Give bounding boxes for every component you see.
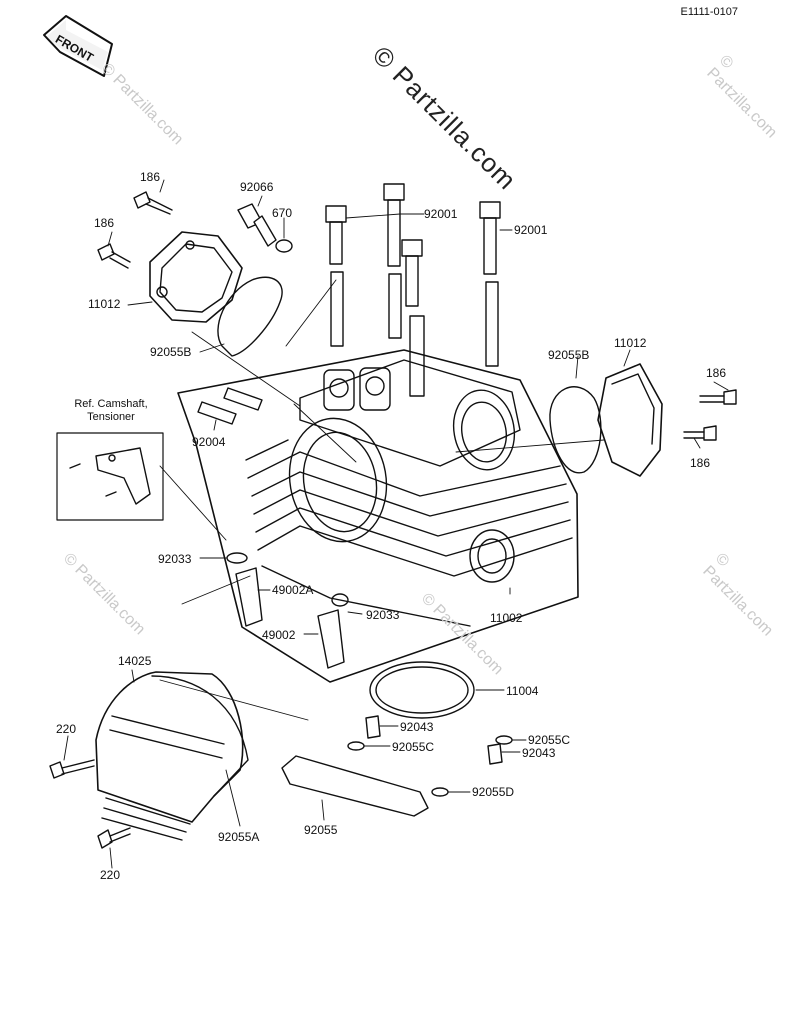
part-label[interactable]: 92004: [192, 435, 226, 449]
part-label[interactable]: 92055C: [392, 740, 435, 754]
part-label[interactable]: 186: [690, 456, 711, 470]
part-label[interactable]: 186: [706, 366, 727, 380]
front-arrow-icon: [43, 15, 113, 77]
leader-lines: [63, 179, 729, 869]
gasket-92055: [281, 755, 429, 817]
cylinder-head-11002: [177, 349, 579, 683]
part-label[interactable]: 220: [56, 722, 77, 736]
diagram-code: E1111-0107: [680, 6, 739, 18]
part-label[interactable]: 186: [140, 170, 161, 184]
side-cover-11012-left: [149, 231, 243, 323]
part-label[interactable]: 49002: [262, 628, 296, 642]
bolt-220-icon: [97, 827, 131, 849]
part-label[interactable]: 92033: [366, 608, 400, 622]
valve-guides-49002: [226, 552, 349, 669]
part-label[interactable]: 670: [272, 206, 293, 220]
o-ring-92055b-right: [549, 386, 602, 474]
part-label[interactable]: 92001: [514, 223, 548, 237]
o-ring-92055b-left: [217, 276, 283, 357]
part-label[interactable]: 220: [100, 868, 121, 882]
bolt-186-icon: [97, 243, 131, 269]
part-label[interactable]: 92033: [158, 552, 192, 566]
ref-camshaft-box: [56, 432, 164, 521]
o-ring-11004: [369, 661, 475, 719]
part-label[interactable]: 11002: [490, 611, 523, 625]
reference-note: Ref. Camshaft, Tensioner: [74, 398, 148, 423]
part-label[interactable]: 92055D: [472, 785, 515, 799]
part-label[interactable]: 92055B: [150, 345, 192, 359]
part-label[interactable]: 186: [94, 216, 115, 230]
bolt-186-icon: [133, 191, 173, 215]
bolt-220-icon: [49, 759, 95, 779]
part-label[interactable]: 11012: [614, 336, 647, 350]
part-label[interactable]: 92055: [304, 823, 338, 837]
part-label[interactable]: 92055C: [528, 733, 571, 747]
washer-670-icon: [275, 239, 293, 253]
head-cover-14025: [95, 671, 249, 841]
bolt-186-icon: [699, 389, 737, 405]
part-label[interactable]: 11004: [506, 684, 539, 698]
part-label[interactable]: 11012: [88, 297, 121, 311]
dowel-pins-92004: [197, 387, 263, 425]
side-cover-11012-right: [597, 363, 663, 477]
part-label[interactable]: 14025: [118, 654, 152, 668]
part-label[interactable]: 92055B: [548, 348, 590, 362]
part-label[interactable]: 92001: [424, 207, 458, 221]
part-label[interactable]: 92043: [400, 720, 434, 734]
part-label[interactable]: 92066: [240, 180, 274, 194]
part-label[interactable]: 92055A: [218, 830, 260, 844]
part-label[interactable]: 92043: [522, 746, 556, 760]
stud-bolts-92001: [325, 183, 501, 397]
plug-92066-icon: [237, 203, 277, 247]
part-label[interactable]: 49002A: [272, 583, 314, 597]
bolt-186-icon: [683, 425, 717, 441]
